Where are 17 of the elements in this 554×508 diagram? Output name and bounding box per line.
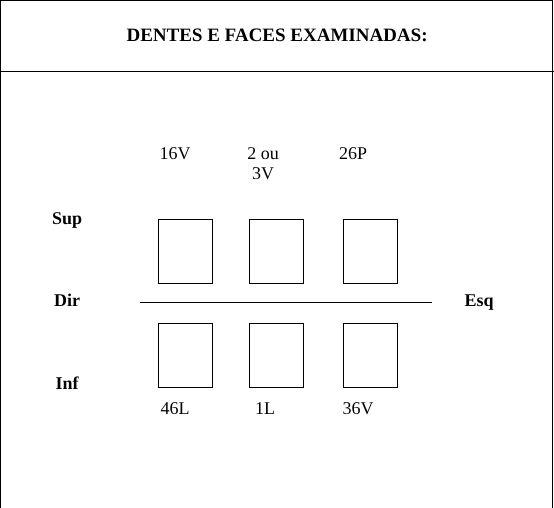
tooth-box: [158, 323, 213, 388]
title: DENTES E FACES EXAMINADAS:: [126, 24, 428, 46]
tooth-label: 26P: [338, 143, 368, 163]
tooth-label: 46L: [160, 398, 190, 418]
tooth-label: 36V: [342, 398, 374, 418]
region-label: Inf: [54, 373, 80, 393]
tooth-box: [158, 219, 213, 284]
tooth-box: [343, 323, 398, 388]
tooth-box: [249, 219, 304, 284]
tooth-box: [343, 219, 398, 284]
tooth-label: 1L: [254, 398, 276, 418]
region-label: Esq: [463, 290, 495, 310]
region-label: Dir: [53, 290, 81, 310]
tooth-label: 16V: [158, 143, 192, 163]
tooth-box: [249, 323, 304, 388]
region-label: Sup: [50, 208, 84, 228]
tooth-label: 2 ou 3V: [246, 143, 280, 183]
